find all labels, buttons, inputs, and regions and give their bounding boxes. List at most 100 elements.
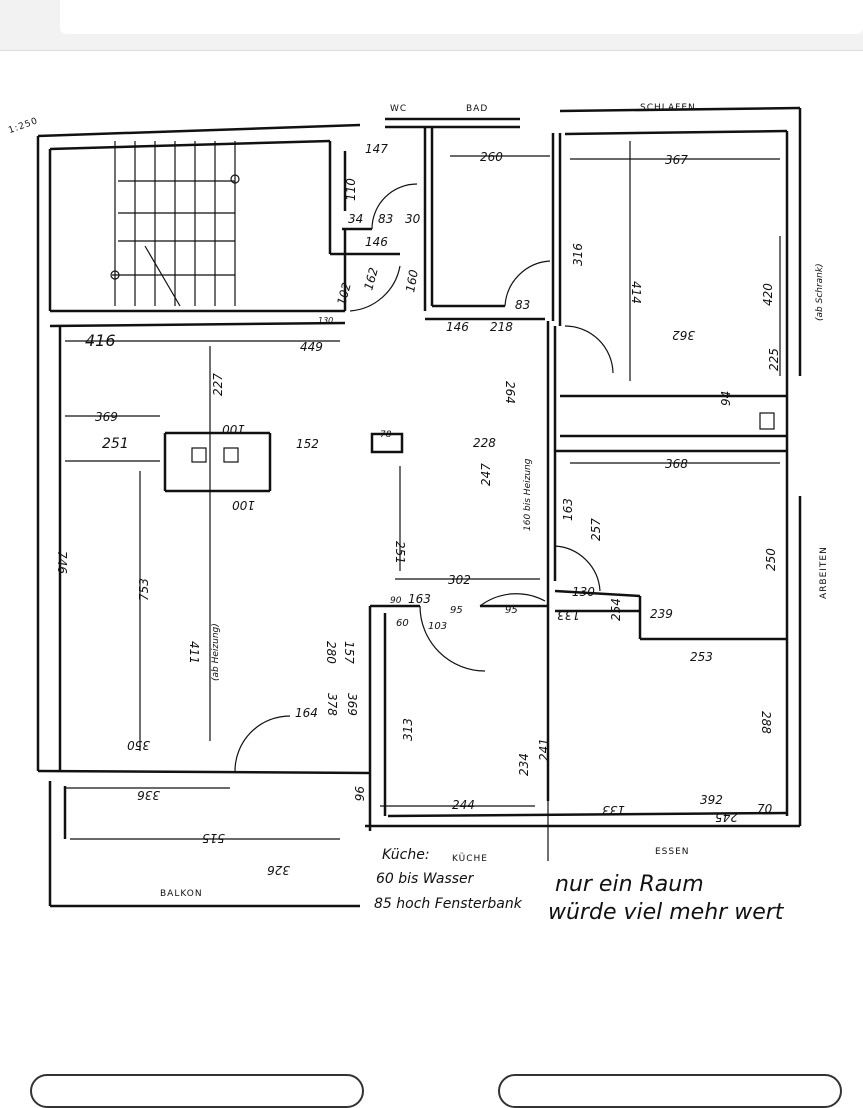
- dimension-label: 288: [759, 711, 773, 734]
- dimension-label: 225: [767, 348, 781, 371]
- note-schrank: (ab Schrank): [815, 263, 825, 321]
- dimension-label: 316: [571, 243, 585, 266]
- dimension-label: 247: [479, 463, 493, 486]
- dimension-label: 245: [715, 810, 738, 824]
- dimension-label: 103: [428, 621, 447, 632]
- dimension-label: 251: [393, 541, 407, 564]
- dimension-label: 34: [348, 212, 363, 226]
- dimension-label: 369: [95, 410, 118, 424]
- room-label-balkon: BALKON: [160, 889, 203, 899]
- room-label-essen: ESSEN: [655, 847, 690, 857]
- dimension-label: 411: [187, 641, 201, 664]
- room-label-wc: WC: [390, 104, 407, 114]
- dimension-label: 416: [85, 331, 116, 350]
- dimension-label: 95: [450, 605, 463, 616]
- dimension-label: 146: [446, 320, 469, 334]
- dimension-label: 241: [537, 738, 551, 761]
- dimension-label: 152: [296, 437, 319, 451]
- note-kueche-line2: 85 hoch Fensterbank: [374, 896, 523, 912]
- dimension-lines: [65, 141, 781, 840]
- dimension-label: 60: [396, 618, 409, 629]
- dimension-label: 746: [55, 551, 69, 574]
- dimension-label: 336: [137, 788, 160, 802]
- dimension-label: 83: [515, 298, 530, 312]
- dimension-label: 227: [211, 373, 225, 396]
- dimension-label: 102: [334, 281, 353, 307]
- dimension-label: 378: [325, 693, 339, 716]
- door-swings: [234, 183, 614, 861]
- dimension-label: 133: [557, 608, 580, 622]
- dimension-label: 162: [361, 266, 380, 292]
- dimension-label: 326: [267, 863, 290, 877]
- dimension-label: 30: [405, 212, 421, 226]
- dimension-label: 414: [629, 281, 643, 304]
- room-label-kueche: KÜCHE: [452, 853, 488, 864]
- dimension-label: 362: [672, 328, 695, 342]
- dimension-label: 515: [202, 831, 225, 845]
- note-heizung-2: (ab Heizung): [211, 623, 221, 681]
- dimension-label: 94: [719, 391, 733, 406]
- dimension-label: 157: [342, 641, 356, 664]
- note-kueche-title: Küche:: [382, 847, 430, 863]
- bottom-button-left[interactable]: [30, 1074, 364, 1108]
- dimension-label: 449: [300, 340, 323, 354]
- note-comment-line1: nur ein Raum: [555, 872, 704, 897]
- dimension-label: 244: [452, 798, 475, 812]
- room-label-arbeiten: ARBEITEN: [819, 546, 829, 599]
- dimension-labels: 147 110 34 83 30 146 102 162 160 260 83 …: [55, 142, 781, 877]
- dimension-label: 392: [700, 793, 723, 807]
- note-comment-line2: würde viel mehr wert: [548, 900, 785, 925]
- walls: [36, 106, 802, 908]
- dimension-label: 367: [665, 153, 688, 167]
- dimension-label: 251: [102, 436, 129, 452]
- dimension-label: 257: [589, 518, 603, 541]
- dimension-label: 160: [403, 268, 421, 293]
- bottom-button-right[interactable]: [498, 1074, 842, 1108]
- dimension-label: 234: [517, 753, 531, 776]
- dimension-label: 100: [232, 498, 255, 512]
- dimension-label: 90: [390, 596, 402, 606]
- dimension-label: 133: [602, 803, 625, 817]
- dimension-label: 350: [127, 738, 150, 752]
- dimension-label: 163: [561, 498, 575, 521]
- dimension-label: 110: [344, 178, 358, 201]
- floor-plan: 1:250 WC BAD SCHLAFEN KÜCHE ESSEN BALKON…: [7, 103, 829, 925]
- bottom-bar: [0, 986, 863, 1080]
- dimension-label: 280: [324, 641, 338, 664]
- note-kueche-line1: 60 bis Wasser: [376, 871, 475, 887]
- dimension-label: 147: [365, 142, 388, 156]
- dimension-label: 250: [764, 548, 778, 571]
- dimension-label: 130: [318, 316, 333, 325]
- dimension-label: 753: [137, 578, 151, 601]
- dimension-label: 70: [757, 802, 773, 816]
- floor-plan-scan: 1:250 WC BAD SCHLAFEN KÜCHE ESSEN BALKON…: [0, 50, 863, 987]
- dimension-label: 253: [690, 650, 713, 664]
- dimension-label: 130: [572, 585, 595, 599]
- dimension-label: 95: [505, 605, 518, 616]
- staircase: [110, 141, 240, 307]
- top-bar: [0, 0, 863, 50]
- dimension-label: 164: [295, 706, 318, 720]
- room-label-bad: BAD: [466, 104, 488, 114]
- dimension-label: 264: [503, 381, 517, 404]
- dimension-label: 146: [365, 235, 388, 249]
- dimension-label: 163: [408, 592, 431, 606]
- top-panel: [60, 0, 863, 34]
- dimension-label: 369: [345, 693, 359, 716]
- dimension-label: 83: [378, 212, 393, 226]
- dimension-label: 254: [609, 598, 623, 621]
- note-heizung: 160 bis Heizung: [523, 458, 533, 531]
- dimension-label: 302: [448, 573, 471, 587]
- dimension-label: 313: [401, 718, 415, 741]
- dimension-label: 260: [480, 150, 503, 164]
- dimension-label: 420: [761, 283, 775, 306]
- dimension-label: 100: [222, 422, 245, 436]
- dimension-label: 96: [352, 786, 366, 802]
- dimension-label: 218: [490, 320, 513, 334]
- dimension-label: 78: [380, 430, 392, 440]
- scale-label: 1:250: [7, 116, 39, 136]
- dimension-label: 368: [665, 457, 688, 471]
- dimension-label: 239: [650, 607, 673, 621]
- room-label-schlafen: SCHLAFEN: [640, 103, 696, 113]
- dimension-label: 228: [473, 436, 496, 450]
